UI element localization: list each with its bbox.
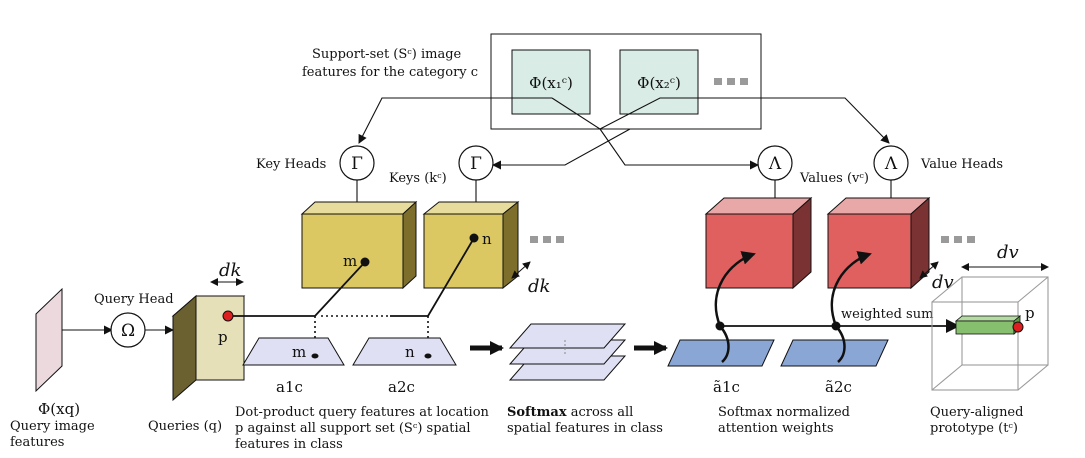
query-image-plane (35, 287, 63, 393)
a2-label: a2c (388, 378, 415, 396)
softmax-caption-line1: Softmax across all (507, 405, 633, 420)
softmax-caption-bold: Softmax (507, 405, 567, 420)
support-ellipsis-icon (714, 78, 748, 85)
arrow-to-key-head-2 (492, 128, 631, 170)
query-image-caption-line2: features (10, 435, 64, 450)
values-label: Values (vᶜ) (799, 171, 869, 186)
prototype-caption-line2: prototype (tᶜ) (930, 421, 1018, 436)
support-feature-1-box (511, 49, 591, 115)
support-feature-2-label: Φ(x₂ᶜ) (637, 74, 681, 92)
omega-icon: Ω (121, 321, 135, 341)
gamma-icon: Γ (351, 154, 363, 174)
prototype-point-p-icon (1012, 321, 1024, 333)
normalized-plane-2 (780, 339, 889, 367)
support-routing-arrows (358, 97, 890, 170)
support-set-frame (490, 33, 762, 130)
gamma-icon: Γ (470, 154, 482, 174)
weighted-sum-label: weighted sum (841, 307, 933, 322)
key-cube-1 (300, 200, 418, 290)
attention-plane-a1: m (242, 337, 345, 366)
key-point-m-label: m (343, 252, 357, 270)
dot-product-lines (228, 237, 475, 356)
arrow-to-value-head-2 (599, 97, 890, 144)
key-heads-group: Key Heads Γ Keys (kᶜ) Γ (256, 145, 494, 213)
dk-query-label: dk (219, 260, 241, 281)
dv-values-dim-arrow (919, 261, 939, 279)
support-set-caption-line1: Support-set (Sᶜ) image (312, 47, 462, 62)
dk-keys-label: dk (528, 276, 550, 297)
dk-keys-dim-arrow (511, 261, 531, 279)
prototype-point-label: p (1025, 304, 1035, 322)
key-heads-label: Key Heads (256, 157, 326, 172)
lambda-icon: Λ (768, 154, 782, 174)
softmax-stack (508, 323, 627, 381)
normalized-caption-line1: Softmax normalized (718, 405, 850, 420)
attention-plane-a2: n (352, 337, 457, 366)
values-ellipsis-icon (941, 236, 975, 243)
query-cube (171, 294, 246, 402)
support-set-group: Φ(x₁ᶜ) Φ(x₂ᶜ) Support-set (Sᶜ) image fea… (302, 33, 762, 130)
normalized-plane-1 (667, 339, 775, 367)
query-point-label: p (218, 328, 228, 346)
dot-product-caption-line2: p against all support set (Sᶜ) spatial (235, 421, 471, 436)
arrow-to-key-head-1 (358, 97, 552, 144)
prototype-vector (954, 315, 1022, 335)
query-image-caption-line1: Query image (10, 419, 95, 434)
query-phi-label: Φ(xq) (38, 400, 80, 418)
query-head-label: Query Head (94, 292, 174, 307)
a1-label: a1c (276, 378, 303, 396)
key-cube-2 (422, 200, 520, 290)
support-feature-1-label: Φ(x₁ᶜ) (529, 74, 573, 92)
query-point-p-icon (222, 310, 234, 322)
support-set-caption-line2: features for the category c (302, 65, 478, 80)
value-heads-group: Λ Values (vᶜ) Λ Value Heads (757, 145, 1003, 213)
dv-prototype-label: dv (997, 242, 1019, 263)
keys-label: Keys (kᶜ) (389, 171, 447, 186)
keys-ellipsis-icon (530, 236, 564, 243)
softmax-caption-line2: spatial features in class (507, 421, 663, 436)
attention-plane-a1-m-label: m (292, 343, 306, 361)
dot-product-caption-line3: features in class (235, 437, 343, 452)
value-cube-1 (704, 196, 813, 290)
key-point-m-icon (360, 257, 370, 267)
value-heads-label: Value Heads (920, 157, 1003, 172)
a1-tilde-label: ã1c (713, 378, 740, 396)
attention-plane-a2-n-label: n (405, 343, 415, 361)
normalized-caption-line2: attention weights (718, 421, 834, 436)
prototype-caption-line1: Query-aligned (930, 405, 1023, 420)
lambda-icon: Λ (884, 154, 898, 174)
support-feature-2-box (619, 49, 699, 115)
arrow-to-value-head-1 (599, 128, 759, 170)
queries-caption: Queries (q) (148, 419, 222, 434)
key-point-n-icon (469, 233, 479, 243)
dot-product-caption-line1: Dot-product query features at location (235, 405, 490, 420)
softmax-caption-rest: across all (567, 405, 634, 420)
a2-tilde-label: ã2c (825, 378, 852, 396)
key-point-n-label: n (482, 230, 492, 248)
dv-values-label: dv (932, 272, 954, 293)
